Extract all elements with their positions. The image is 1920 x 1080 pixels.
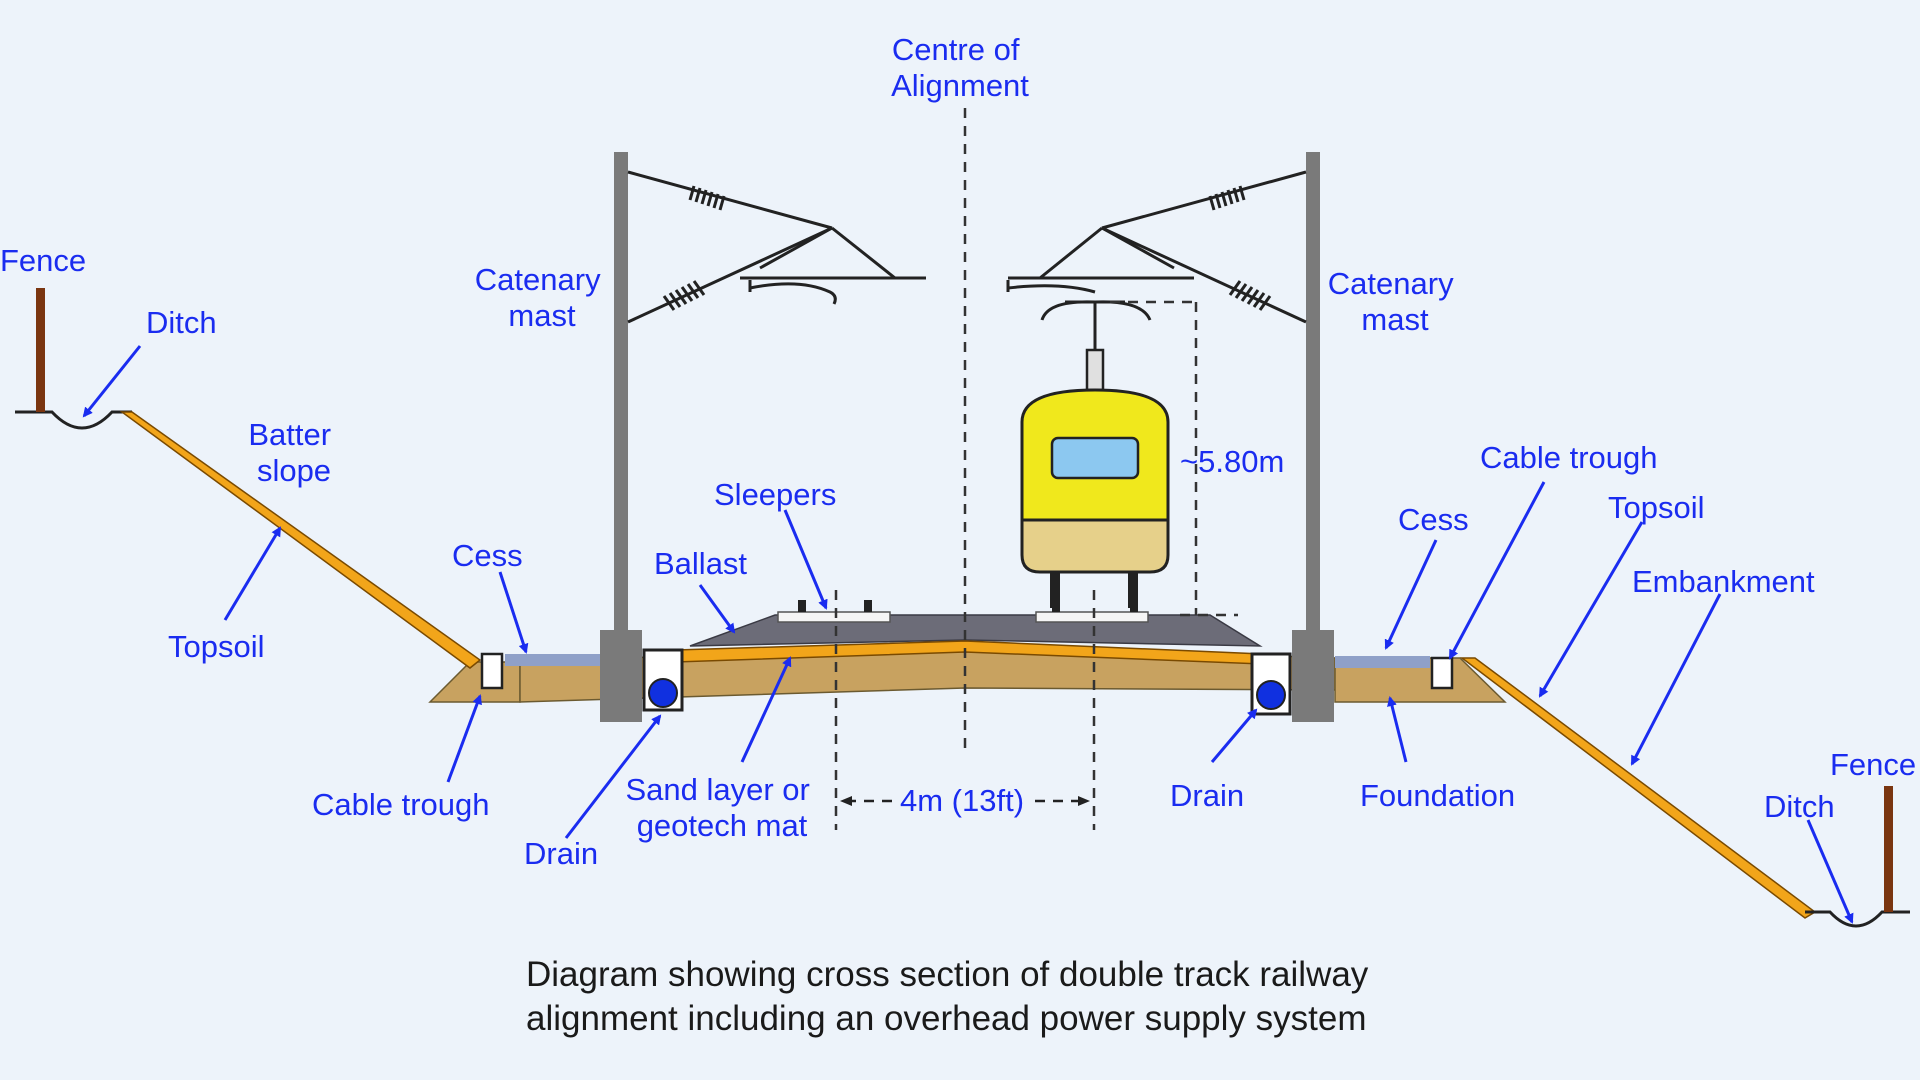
label-cess-left: Cess xyxy=(452,538,523,573)
label-topsoil-right: Topsoil xyxy=(1608,490,1705,525)
sleepers-right xyxy=(1035,600,1149,623)
sleepers-left xyxy=(777,600,891,623)
train xyxy=(1020,300,1170,608)
label-centre-of-alignment: Centre of Alignment xyxy=(891,32,1029,103)
label-drain-left: Drain xyxy=(524,836,598,871)
label-ballast: Ballast xyxy=(654,546,747,581)
pantograph xyxy=(1085,348,1105,392)
label-ditch-left: Ditch xyxy=(146,305,217,340)
topsoil-left xyxy=(119,411,482,669)
label-fence-left: Fence xyxy=(0,243,86,278)
label-cess-right: Cess xyxy=(1398,502,1469,537)
cable-trough-right xyxy=(1430,656,1454,690)
drain-right-structure xyxy=(1250,652,1292,716)
train-window xyxy=(1050,436,1140,480)
label-sand-layer: Sand layer or geotech mat xyxy=(625,772,818,843)
insulator-left-upper xyxy=(688,185,726,211)
label-catenary-mast-right: Catenary mast xyxy=(1328,266,1462,337)
train-body-lower xyxy=(1020,518,1170,574)
label-catenary-mast-left: Catenary mast xyxy=(475,262,609,333)
label-ditch-right: Ditch xyxy=(1764,789,1835,824)
label-height: ~5.80m xyxy=(1180,444,1284,479)
label-drain-right: Drain xyxy=(1170,778,1244,813)
dimension-lines xyxy=(834,108,1238,830)
caption: Diagram showing cross section of double … xyxy=(526,955,1378,1038)
insulator-right-upper xyxy=(1208,185,1246,211)
label-sleepers: Sleepers xyxy=(714,477,836,512)
catenary-mast-left-structure xyxy=(600,152,642,722)
label-batter-slope: Batter slope xyxy=(248,417,339,488)
label-cable-trough-left: Cable trough xyxy=(312,787,490,822)
embankment-left-earth xyxy=(428,661,521,703)
label-fence-right: Fence xyxy=(1830,747,1916,782)
leader-arrows xyxy=(82,345,1854,924)
fence-post-right xyxy=(1884,786,1893,912)
catenary-arm-left xyxy=(627,170,926,324)
drain-left-structure xyxy=(642,648,684,712)
label-topsoil-left: Topsoil xyxy=(168,629,265,664)
catenary-mast-right-structure xyxy=(1292,152,1334,722)
label-embankment: Embankment xyxy=(1632,564,1815,599)
cess-left-strip xyxy=(505,654,605,666)
cess-right-strip xyxy=(1335,656,1430,668)
fence-post-left xyxy=(36,288,45,412)
insulator-left-lower xyxy=(662,280,706,311)
insulator-right-lower xyxy=(1228,280,1272,311)
label-track-spacing: 4m (13ft) xyxy=(900,783,1024,818)
label-cable-trough-right: Cable trough xyxy=(1480,440,1658,475)
labels: Centre of Alignment Fence Ditch Batter s… xyxy=(0,32,1916,871)
ground-left xyxy=(15,410,132,430)
label-foundation: Foundation xyxy=(1360,778,1515,813)
cable-trough-left xyxy=(480,652,504,690)
catenary-arm-right xyxy=(1006,170,1307,324)
ground-right xyxy=(1805,910,1910,928)
